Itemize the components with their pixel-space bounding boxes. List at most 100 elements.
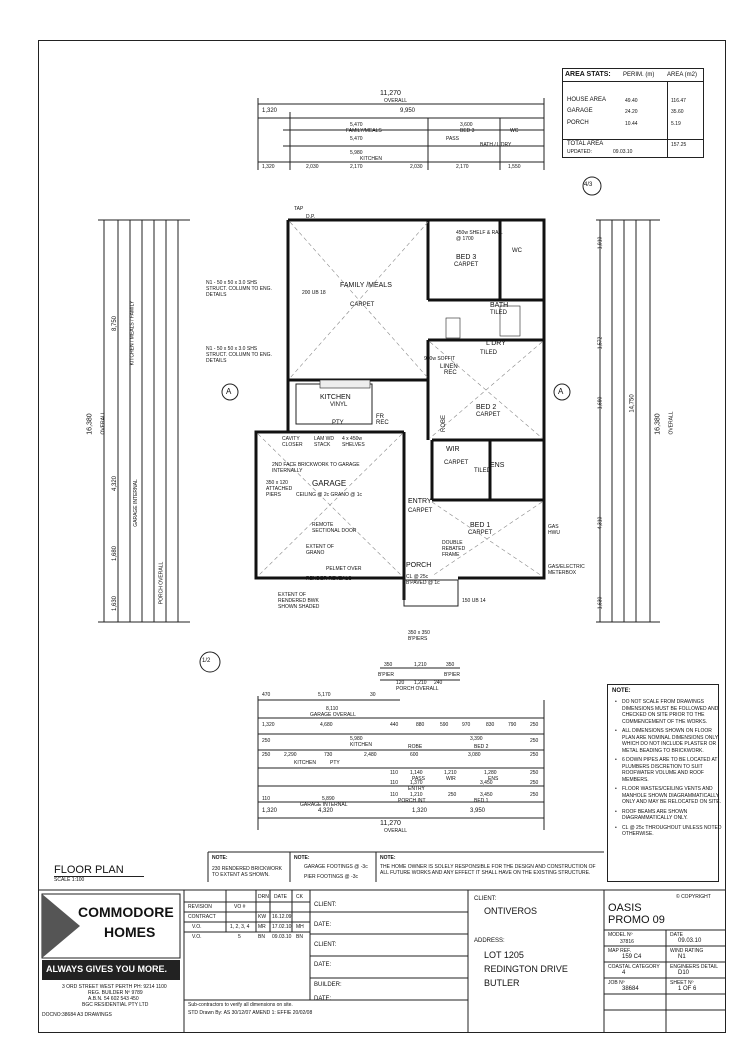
bot-dim-r3-1: 5,170 <box>318 692 331 698</box>
section-marker-1-2: 1/2 <box>202 658 211 664</box>
sheet-label: SHEET Nº <box>670 980 694 986</box>
right-dim-1572: 1,572 <box>597 336 604 350</box>
bot-dim-r5-3: 880 <box>416 722 425 728</box>
annotation-piers: 350 x 120 ATTACHED PIERS <box>266 480 293 498</box>
rev-row3-drn: BN <box>258 934 265 940</box>
sign-builder: BUILDER: <box>314 982 342 988</box>
room-garage: GARAGE <box>312 479 347 488</box>
right-dim-14750: 14,750 <box>629 394 636 413</box>
section-marker-a-left: A <box>226 387 232 396</box>
left-dim-8750: 8,750 <box>112 315 119 332</box>
bot-lbl-bed2: BED 2 <box>474 744 489 750</box>
room-bath-floor: TILED <box>490 310 508 316</box>
bot-dim-r5-1: 4,680 <box>320 722 333 728</box>
bot-dim-1320: 1,320 <box>262 808 278 814</box>
row-house-area: 116.47 <box>671 98 686 104</box>
note-item: CL @ 25c THROUGHOUT UNLESS NOTED OTHERWI… <box>615 825 722 838</box>
row-garage-perim: 24.20 <box>625 109 638 115</box>
total-area-value: 157.25 <box>671 142 687 148</box>
room-bed3: BED 3 <box>456 254 477 261</box>
annotation-render-reveals: RENDER REVEALS <box>306 576 352 582</box>
address-line1: LOT 1205 <box>484 950 524 960</box>
top-dim-r5-0: 1,320 <box>262 164 275 170</box>
bot-dim-r7-8: 3,080 <box>468 752 481 758</box>
bottom-note1-title: NOTE: <box>212 855 228 861</box>
bot-dim-r8-0: 110 <box>390 770 398 776</box>
rev-row2-drn: MR <box>258 924 266 930</box>
room-bed3-floor: CARPET <box>454 262 479 268</box>
bot-dim-r10-0: 110 <box>390 792 398 798</box>
section-marker-a-right: A <box>558 387 564 396</box>
room-bed1-floor: CARPET <box>468 530 493 536</box>
rev-row1-drn: KW <box>258 914 267 920</box>
company-legal-name: BGC RESIDENTIAL PTY LTD <box>82 1002 149 1008</box>
bot-dim-r1-3: 240 <box>434 680 443 686</box>
company-abn: A.B.N. 54 602 543 450 <box>88 996 139 1002</box>
room-wir-floor: CARPET <box>444 460 469 466</box>
top-overall-dim: 11,270 <box>380 90 401 97</box>
drawing-sheet-border <box>38 40 726 1033</box>
room-wir: WIR <box>446 446 460 453</box>
bot-dim-r9-3: 3,450 <box>480 780 493 786</box>
rev-row3-type: V.O. <box>192 934 202 940</box>
room-wc: WC <box>512 248 522 254</box>
bot-dim-r5-8: 250 <box>530 722 539 728</box>
company-tagline: ALWAYS GIVES YOU MORE. <box>46 964 168 974</box>
room-ens: ENS <box>490 462 505 469</box>
sign-date-1: DATE: <box>314 922 332 928</box>
right-dim-4310: 4,310 <box>597 516 604 530</box>
left-overall-label: OVERALL <box>100 411 107 435</box>
room-bed1: BED 1 <box>470 522 491 529</box>
bot-dim-r11-0: 110 <box>262 796 270 802</box>
rev-hdr-date: DATE <box>274 894 287 900</box>
note-item: DO NOT SCALE FROM DRAWINGS DIMENSIONS MU… <box>615 699 722 725</box>
rev-row3-date: 09.03.10 <box>272 934 292 940</box>
rev-hdr-revision: REVISION <box>188 904 212 910</box>
row-house-perim: 49.40 <box>625 98 638 104</box>
rev-row3-ck: BN <box>296 934 303 940</box>
left-dim-1630: 1,630 <box>112 595 119 612</box>
client-name: ONTIVEROS <box>484 906 538 916</box>
bot-lbl-porch-int: PORCH INT <box>398 798 426 804</box>
bottom-note2b: PIER FOOTINGS @ -3c <box>304 874 358 880</box>
perim-header: PERIM. (m) <box>623 72 655 78</box>
bot-dim-r5-4: 590 <box>440 722 449 728</box>
updated-label: UPDATED: <box>567 149 592 155</box>
rev-hdr-ck: CK <box>296 894 303 900</box>
bot-dim-r6-2: 3,390 <box>470 736 483 742</box>
bot-dim-r7-0: 250 <box>262 752 271 758</box>
company-name-line2: HOMES <box>104 924 156 940</box>
left-dim-4320: 4,320 <box>112 475 119 492</box>
company-name-line1: COMMODORE <box>78 904 174 920</box>
row-house-label: HOUSE AREA <box>567 97 607 103</box>
room-entry-floor: CARPET <box>408 508 433 514</box>
area-stats-header: AREA STATS: PERIM. (m) AREA (m2) <box>563 69 703 82</box>
annotation-meterbox: GAS/ELECTRIC METERBOX <box>548 564 585 576</box>
annotation-column-1: N1 - 50 x 50 x 3.0 SHS STRUCT. COLUMN TO… <box>206 280 272 298</box>
bottom-note1: 230 RENDERED BRICKWORK TO EXTENT AS SHOW… <box>212 866 283 878</box>
top-lbl-bath: BATH / L'DRY <box>480 142 512 148</box>
bot-dim-r4-1: GARAGE OVERALL <box>310 712 356 718</box>
sign-client-1: CLIENT: <box>314 902 337 908</box>
rev-row2-type: V.O. <box>192 924 202 930</box>
bot-lbl-pty: PTY <box>330 760 340 766</box>
annotation-porch-cl: CL @ 25c B'PAVED @ 1c <box>406 574 440 586</box>
top-lbl-pass: PASS <box>446 136 459 142</box>
total-area-label: TOTAL AREA <box>567 141 604 147</box>
annotation-b-piers: 350 x 350 B'PIERS <box>408 630 430 642</box>
bottom-note2a: GARAGE FOOTINGS @ -3c <box>304 864 368 870</box>
bot-overall-dim: 11,270 <box>380 820 401 827</box>
room-bed2-floor: CARPET <box>476 412 501 418</box>
room-ens-floor: TILED <box>474 468 492 474</box>
room-pty: PTY <box>332 420 344 426</box>
bot-dim-r9-0: 110 <box>390 780 398 786</box>
bot-dim-r7-5: 2,480 <box>364 752 377 758</box>
doc-number: DOCNO:38684 A3 DRAWINGS <box>42 1012 112 1018</box>
top-lbl-wc: WC <box>510 128 519 134</box>
top-dim-r5-2: 2,170 <box>350 164 363 170</box>
annotation-rendered-bwk: EXTENT OF RENDERED BWK SHOWN SHADED <box>278 592 320 610</box>
room-kitchen: KITCHEN <box>320 394 351 401</box>
left-lbl-garage: GARAGE INTERNAL <box>132 479 139 527</box>
bot-dim-r6-0: 250 <box>262 738 271 744</box>
room-robe: ROBE <box>441 414 448 433</box>
